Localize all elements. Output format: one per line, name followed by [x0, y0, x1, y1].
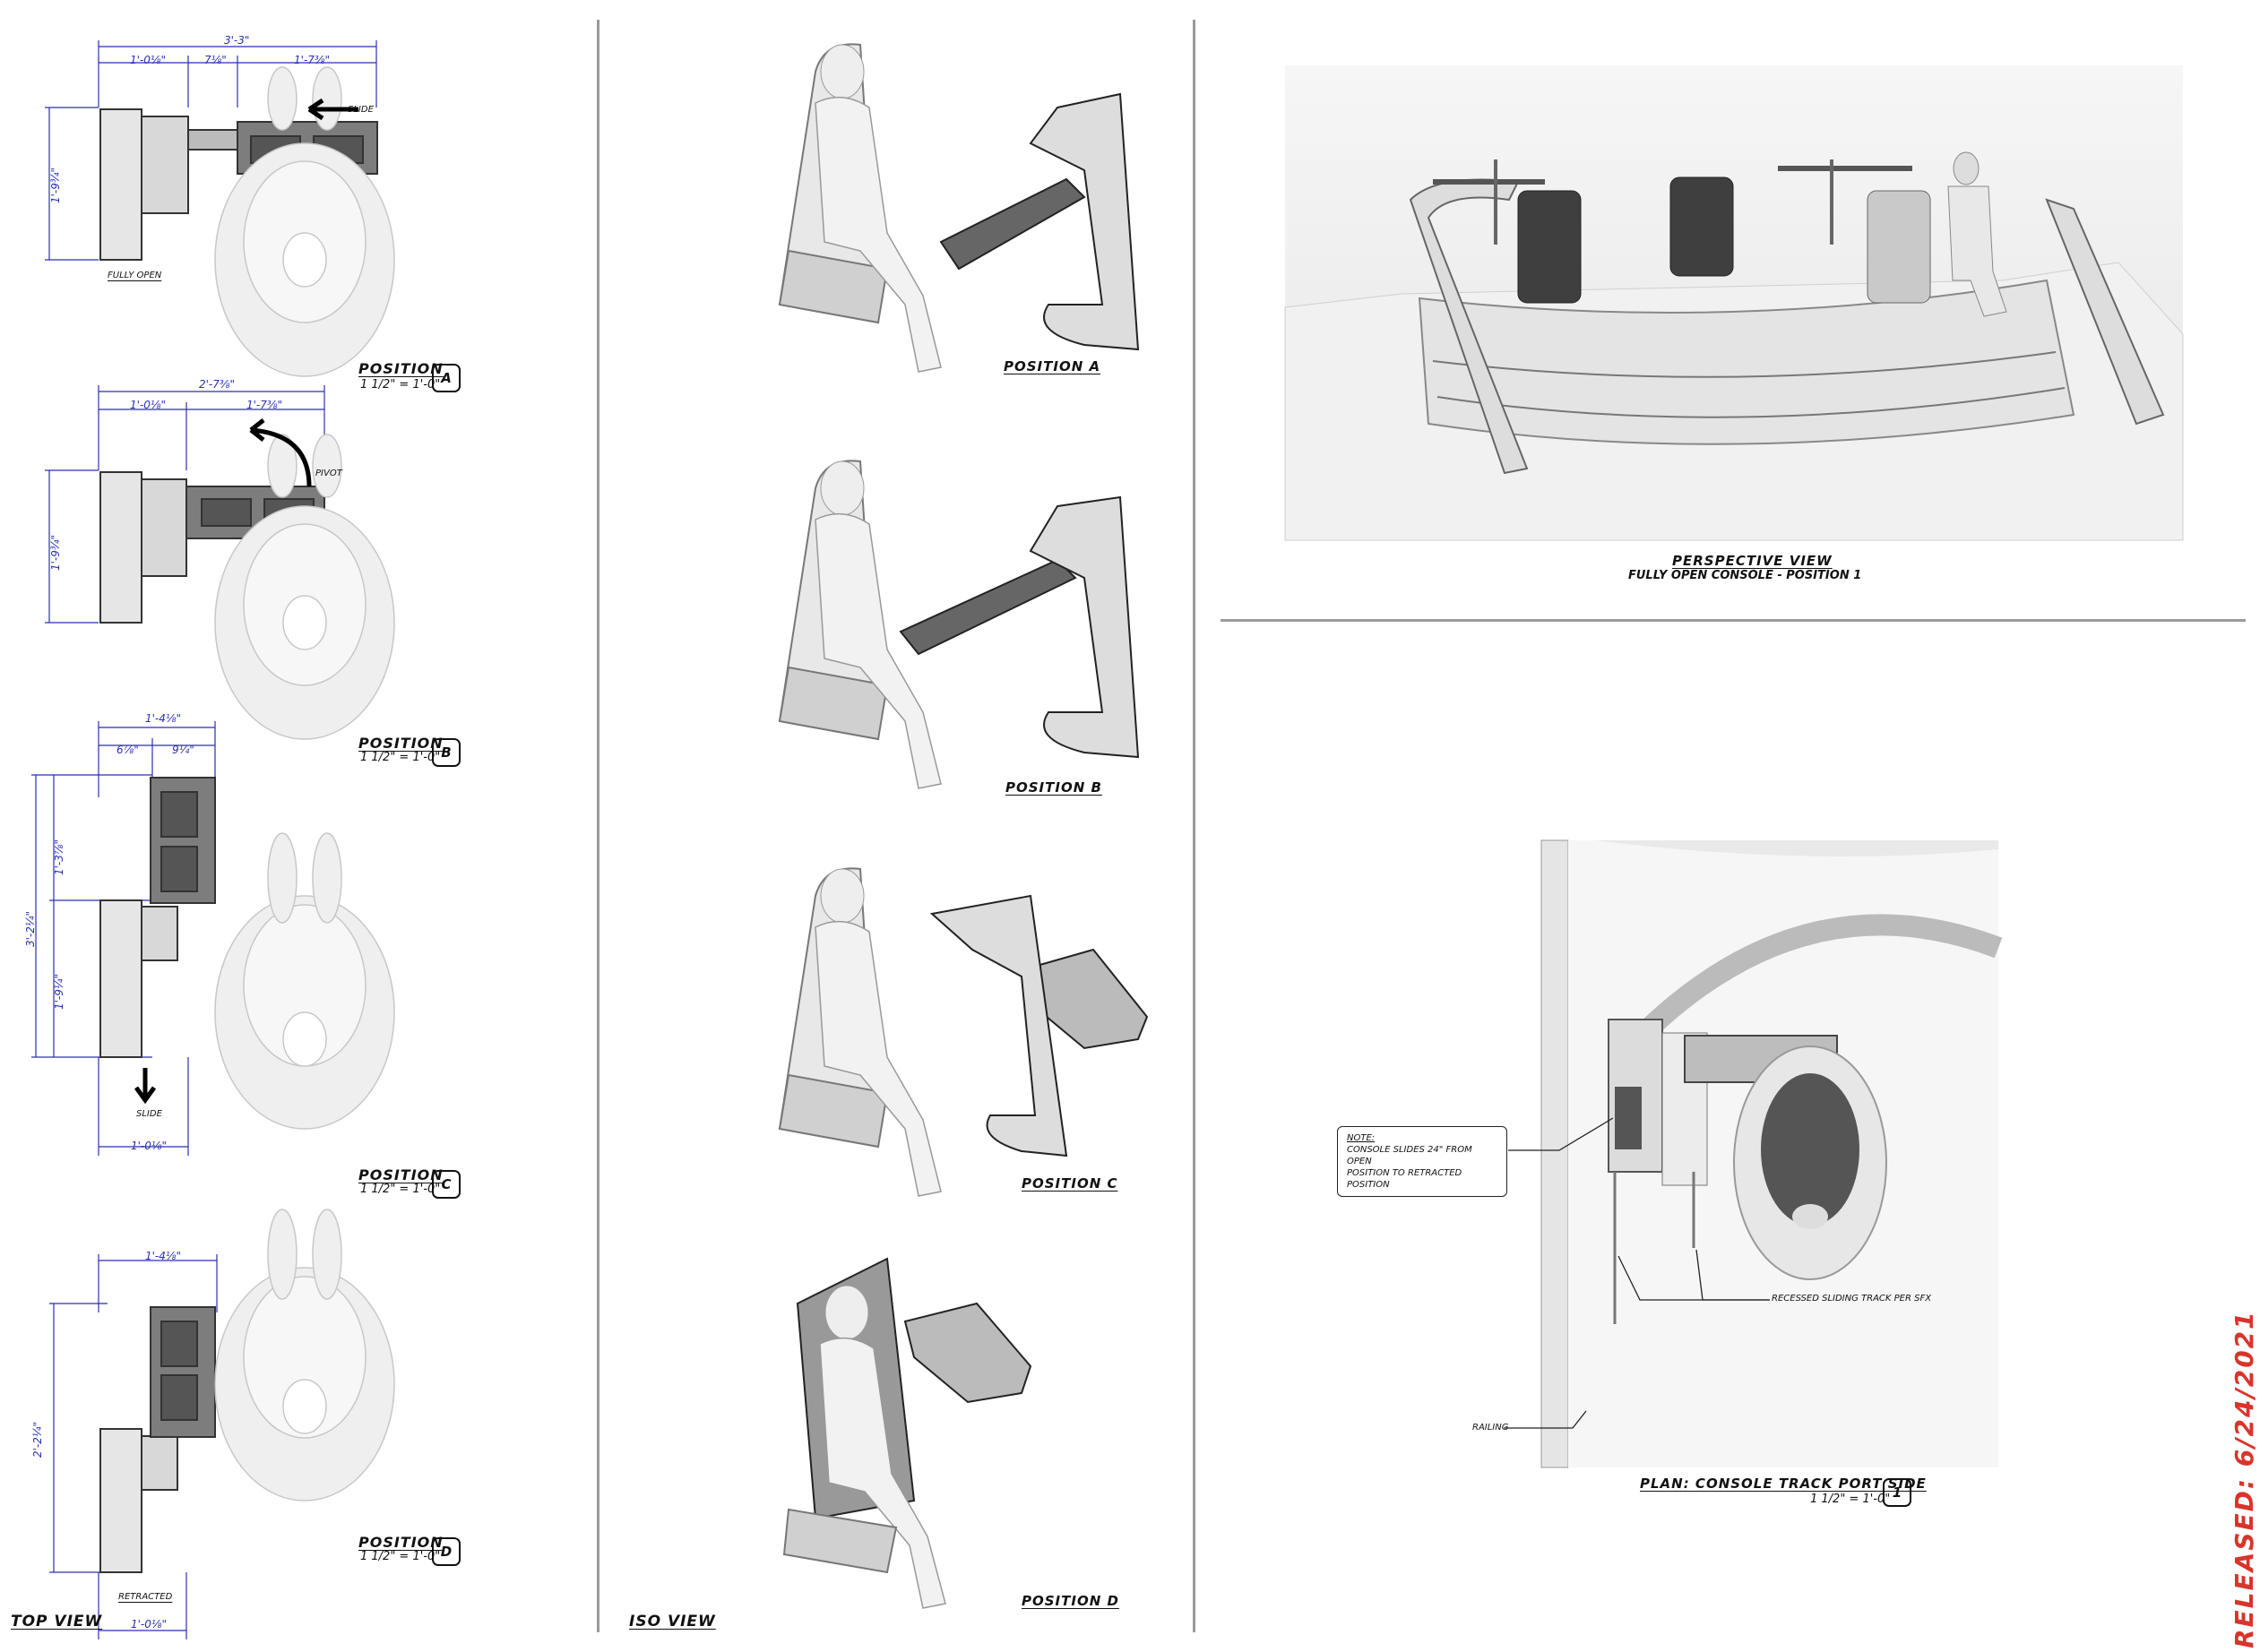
- position-d-tag: D: [432, 1537, 461, 1566]
- plan-note-box: NOTE: CONSOLE SLIDES 24" FROM OPEN POSIT…: [1337, 1126, 1507, 1197]
- iso-position-c-label: POSITION C: [1022, 1175, 1118, 1192]
- top-view-position-b-drawing: [45, 385, 395, 740]
- position-d-label: POSITION: [358, 1534, 444, 1551]
- action-slide-a: SLIDE: [348, 105, 374, 115]
- dim-a-seg2: 7⅛": [204, 54, 227, 66]
- plan-railing-label: RAILING: [1472, 1423, 1509, 1433]
- position-b-scale: 1 1/2" = 1'-0": [360, 751, 441, 764]
- plan-title: PLAN: CONSOLE TRACK PORT SIDE: [1640, 1476, 1927, 1492]
- plan-track-label: RECESSED SLIDING TRACK PER SFX: [1772, 1294, 1932, 1304]
- plan-console-drawing: [1540, 839, 2003, 1468]
- position-c-scale: 1 1/2" = 1'-0": [360, 1183, 441, 1196]
- released-stamp: RELEASED: 6/24/2021: [2230, 1310, 2259, 1648]
- column-divider-left: [597, 20, 600, 1632]
- iso-position-b-drawing: [778, 460, 1140, 789]
- plan-note-line1: CONSOLE SLIDES 24" FROM OPEN: [1347, 1145, 1472, 1166]
- top-view-title: TOP VIEW: [11, 1613, 103, 1630]
- perspective-subtitle: FULLY OPEN CONSOLE - POSITION 1: [1628, 569, 1862, 582]
- iso-position-d-label: POSITION D: [1022, 1593, 1119, 1609]
- iso-position-a-drawing: [778, 43, 1140, 373]
- plan-note-head: NOTE:: [1347, 1133, 1376, 1143]
- plan-render: [1540, 839, 2003, 1468]
- dim-c-side-a: 1'-3⅞": [53, 839, 66, 876]
- iso-view-title: ISO VIEW: [629, 1613, 716, 1630]
- top-view-position-a-drawing: [45, 40, 395, 377]
- plan-tag: 1: [1883, 1478, 1911, 1507]
- dim-d-overall: 1'-4⅛": [145, 1250, 182, 1262]
- dim-b-overall: 2'-7⅜": [199, 378, 236, 391]
- dim-a-seg3: 1'-7⅜": [294, 54, 331, 66]
- note-fully-open: FULLY OPEN: [108, 271, 162, 280]
- dim-a-side: 1'-9¾": [49, 167, 63, 204]
- iso-position-a-label: POSITION A: [1004, 358, 1101, 374]
- dim-a-overall: 3'-3": [224, 34, 250, 47]
- dim-b-seg1: 1'-0⅛": [130, 399, 167, 411]
- iso-position-c-drawing: [778, 867, 1149, 1197]
- position-a-tag: A: [432, 364, 461, 392]
- column-divider-right: [1193, 20, 1195, 1632]
- position-a-scale: 1 1/2" = 1'-0": [360, 378, 441, 391]
- dim-c-seg1: 6⅞": [116, 744, 139, 756]
- plan-scale: 1 1/2" = 1'-0": [1810, 1493, 1891, 1506]
- action-pivot-b: PIVOT: [315, 469, 342, 478]
- dim-c-side-total: 3'-2¼": [24, 910, 38, 948]
- dim-a-seg1: 1'-0⅛": [130, 54, 167, 66]
- iso-position-b-label: POSITION B: [1005, 779, 1102, 796]
- plan-note-line2: POSITION TO RETRACTED POSITION: [1347, 1168, 1462, 1190]
- dim-c-seg2: 9¼": [172, 744, 194, 756]
- top-view-position-d-drawing: [49, 1209, 395, 1639]
- dim-c-bottom: 1'-0⅛": [131, 1140, 168, 1152]
- action-slide-c: SLIDE: [136, 1109, 162, 1119]
- dim-d-bottom: 1'-0⅛": [131, 1618, 168, 1630]
- note-retracted: RETRACTED: [118, 1592, 173, 1602]
- position-b-label: POSITION: [358, 735, 444, 752]
- dim-d-side: 2'-2¼": [31, 1421, 45, 1458]
- perspective-stage-drawing: [1284, 151, 2184, 541]
- dim-c-side-b: 1'-9¼": [53, 973, 66, 1011]
- dim-c-overall: 1'-4⅛": [145, 712, 182, 725]
- perspective-title: PERSPECTIVE VIEW: [1672, 553, 1833, 569]
- position-a-label: POSITION: [358, 360, 444, 377]
- row-divider-right: [1221, 619, 2246, 622]
- position-c-tag: C: [432, 1170, 461, 1199]
- dim-b-seg2: 1'-7⅜": [246, 399, 283, 411]
- iso-position-d-drawing: [782, 1257, 1032, 1609]
- dim-b-side: 1'-9¾": [49, 534, 63, 572]
- position-c-label: POSITION: [358, 1166, 444, 1183]
- top-view-position-c-drawing: [31, 721, 395, 1156]
- position-b-tag: B: [432, 738, 461, 767]
- position-d-scale: 1 1/2" = 1'-0": [360, 1550, 441, 1563]
- perspective-render: [1284, 65, 2184, 541]
